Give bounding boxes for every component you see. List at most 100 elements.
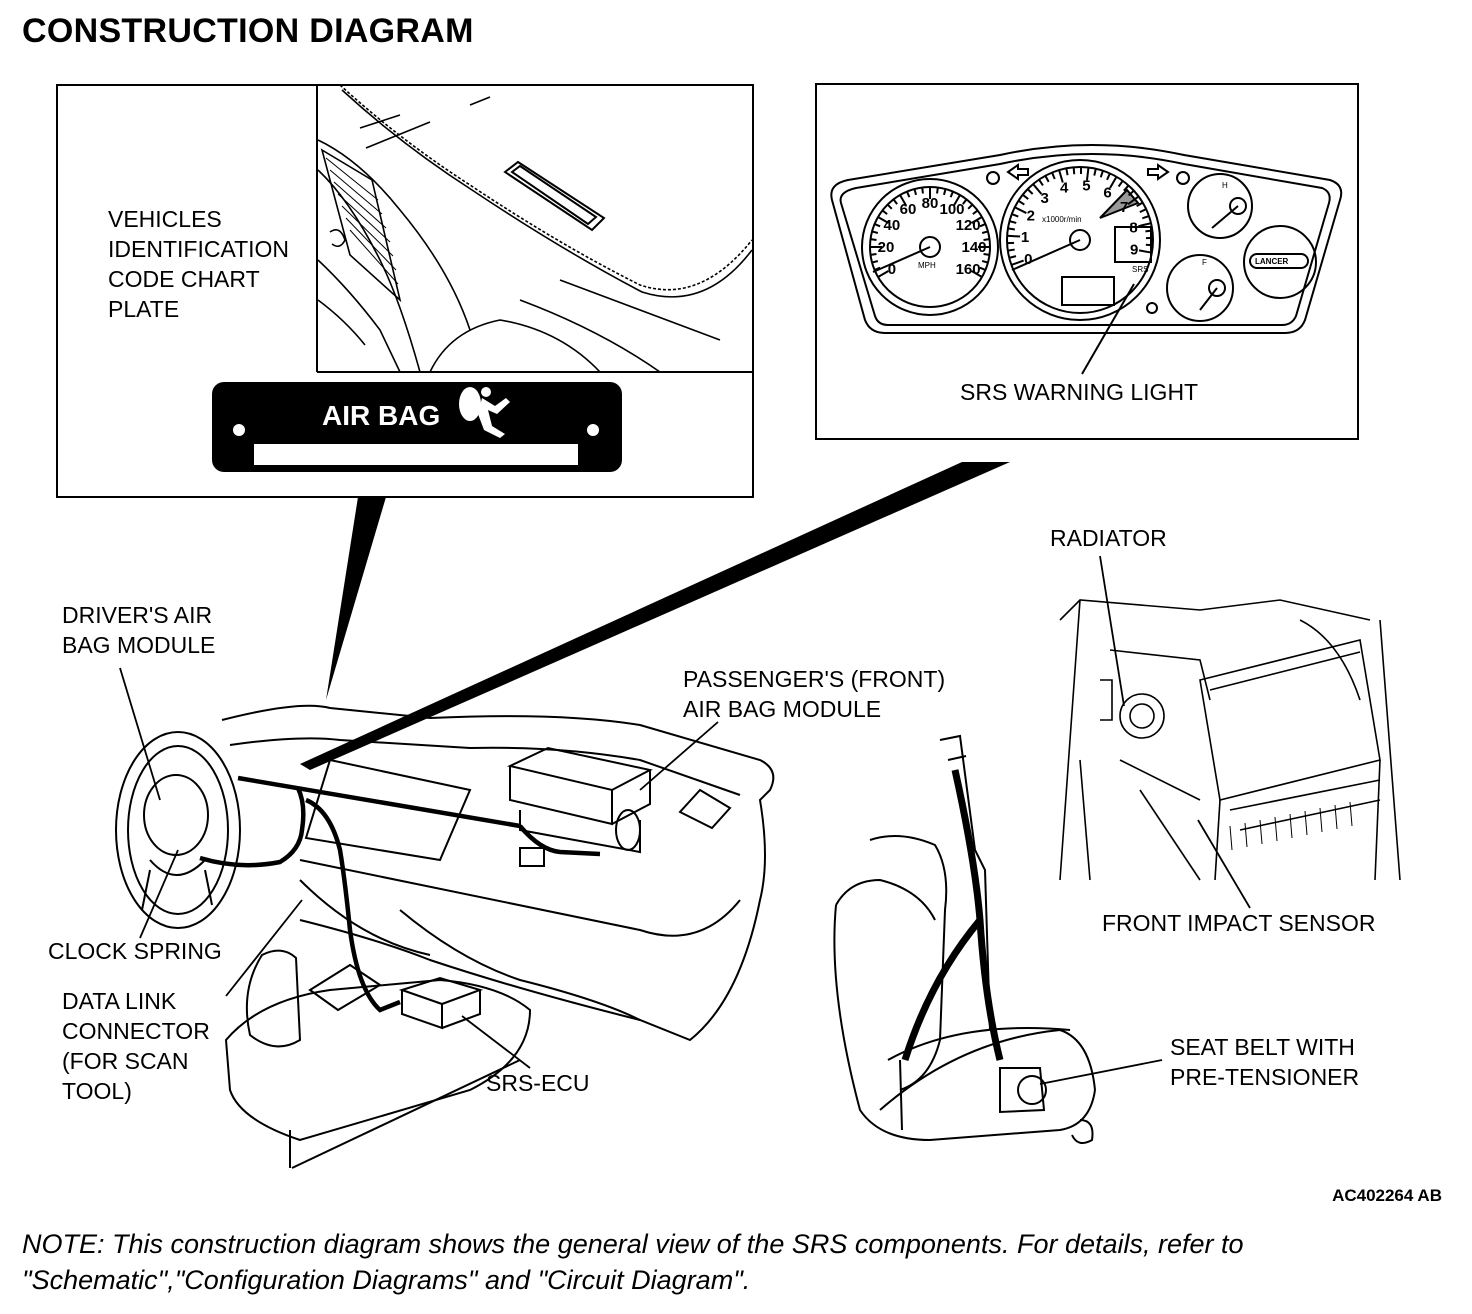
speedo-tick	[962, 198, 968, 205]
airbag-plate: AIR BAG	[212, 382, 622, 472]
tacho-tick	[1127, 195, 1140, 205]
speedo-tick	[899, 194, 907, 206]
tacho-number: 3	[1040, 190, 1048, 207]
speedo-tick	[881, 209, 888, 215]
tacho-tick	[1117, 180, 1124, 188]
label-front-impact-sensor: FRONT IMPACT SENSOR	[1102, 910, 1376, 936]
tacho-number: 7	[1120, 199, 1128, 216]
rpm-unit: x1000r/min	[1042, 215, 1082, 224]
tacho-tick	[1123, 184, 1130, 192]
engine-grille-hatch	[1229, 801, 1353, 851]
tacho-number: 6	[1103, 184, 1111, 201]
cluster-inset	[815, 83, 1359, 440]
tacho-tick	[1085, 167, 1090, 181]
tacho-tick	[1065, 168, 1069, 176]
tacho-tick	[1007, 227, 1016, 231]
plate-callout-wedge	[326, 497, 386, 700]
speedo-tick	[921, 187, 924, 194]
speedo-tick	[983, 253, 990, 256]
speedo-tick	[971, 216, 983, 224]
speedo-number: 40	[884, 217, 901, 234]
label-srs-warning-light: SRS WARNING LIGHT	[960, 379, 1199, 405]
label-srs-ecu: SRS-ECU	[486, 1070, 590, 1096]
tacho-tick	[1106, 172, 1111, 181]
tacho-tick	[1058, 169, 1064, 183]
speedo-tick	[870, 238, 877, 241]
vent-hatching	[325, 157, 399, 285]
tacho-tick	[1072, 167, 1076, 175]
fuel-f-text: F	[1202, 258, 1207, 267]
speedo-tick	[871, 260, 879, 264]
tacho-tick	[1142, 215, 1150, 220]
seat-sketch	[833, 734, 1096, 1145]
speedo-tick	[981, 230, 989, 234]
speedo-tick	[936, 187, 939, 194]
srs-indicator-text: SRS	[1132, 265, 1148, 274]
tacho-tick	[1139, 208, 1147, 214]
speedo-tick	[906, 191, 911, 198]
speedo-tick	[979, 266, 986, 271]
tacho-tick	[1011, 213, 1019, 218]
seat-belt-webbing	[901, 769, 1004, 1062]
label-radiator: RADIATOR	[1050, 525, 1167, 551]
speedo-tick	[892, 198, 898, 205]
speedo-tick	[877, 216, 889, 224]
tacho-tick	[1138, 249, 1153, 254]
plate-inset	[56, 84, 754, 498]
label-clock-spring: CLOCK SPRING	[48, 938, 222, 964]
speedo-tick	[953, 194, 961, 206]
tacho-tick	[1051, 172, 1056, 180]
tacho-number: 8	[1129, 219, 1137, 236]
engine-bay-sketch	[1059, 599, 1401, 881]
tacho-tick	[1044, 175, 1050, 183]
tacho-tick	[1007, 234, 1021, 238]
vin-plate-sketch	[503, 160, 606, 232]
speedo-number: 20	[878, 239, 895, 256]
tacho-tick	[1022, 193, 1029, 200]
tacho-number: 9	[1130, 242, 1138, 259]
figure-code: AC402264 AB	[1332, 1186, 1442, 1205]
temp-h-text: H	[1222, 181, 1228, 190]
speedo-number: 80	[922, 195, 939, 212]
tacho-tick	[1136, 201, 1144, 208]
speedo-tick	[981, 260, 989, 264]
wiring-harness	[199, 775, 601, 1013]
lancer-logo-text: LANCER	[1255, 257, 1289, 266]
speedo-tick	[967, 203, 974, 210]
speedo-tick	[874, 266, 881, 271]
speedo-tick	[877, 270, 889, 278]
tacho-tick	[1038, 179, 1044, 186]
speedo-number: 120	[956, 217, 981, 234]
tacho-tick	[1017, 199, 1025, 206]
speedo-number: 100	[939, 201, 964, 218]
speedo-ticks	[870, 187, 990, 278]
speedo-number: 160	[956, 261, 981, 278]
speedo-tick	[943, 188, 947, 196]
tacho-tick	[1099, 170, 1104, 178]
speedo-tick	[979, 223, 986, 228]
tacho-tick	[1145, 243, 1153, 247]
label-vin-plate: VEHICLES IDENTIFICATION CODE CHART PLATE	[108, 206, 290, 322]
mph-unit: MPH	[918, 261, 936, 270]
label-passengers-airbag: PASSENGER'S (FRONT) AIR BAG MODULE	[683, 666, 946, 722]
tacho-tick	[1093, 168, 1097, 176]
tacho-number: 2	[1027, 207, 1035, 224]
harness-connector	[519, 847, 545, 867]
speedo-number: 0	[888, 261, 896, 278]
tacho-ticks	[1007, 166, 1153, 266]
tacho-number: 0	[1024, 251, 1032, 268]
tacho-number: 4	[1060, 179, 1069, 196]
cluster-callout-wedge	[300, 462, 1010, 770]
label-drivers-airbag: DRIVER'S AIR BAG MODULE	[62, 602, 216, 658]
instrument-cluster	[830, 144, 1343, 334]
label-data-link-connector: DATA LINK CONNECTOR (FOR SCAN TOOL)	[62, 988, 210, 1104]
dashboard-detail-sketch	[317, 84, 753, 373]
tacho-tick	[1026, 188, 1034, 195]
speedo-number: 140	[961, 239, 986, 256]
tacho-tick	[1011, 259, 1024, 266]
tacho-number: 1	[1021, 229, 1029, 246]
speedo-tick	[971, 270, 983, 278]
speedo-tick	[949, 191, 954, 198]
